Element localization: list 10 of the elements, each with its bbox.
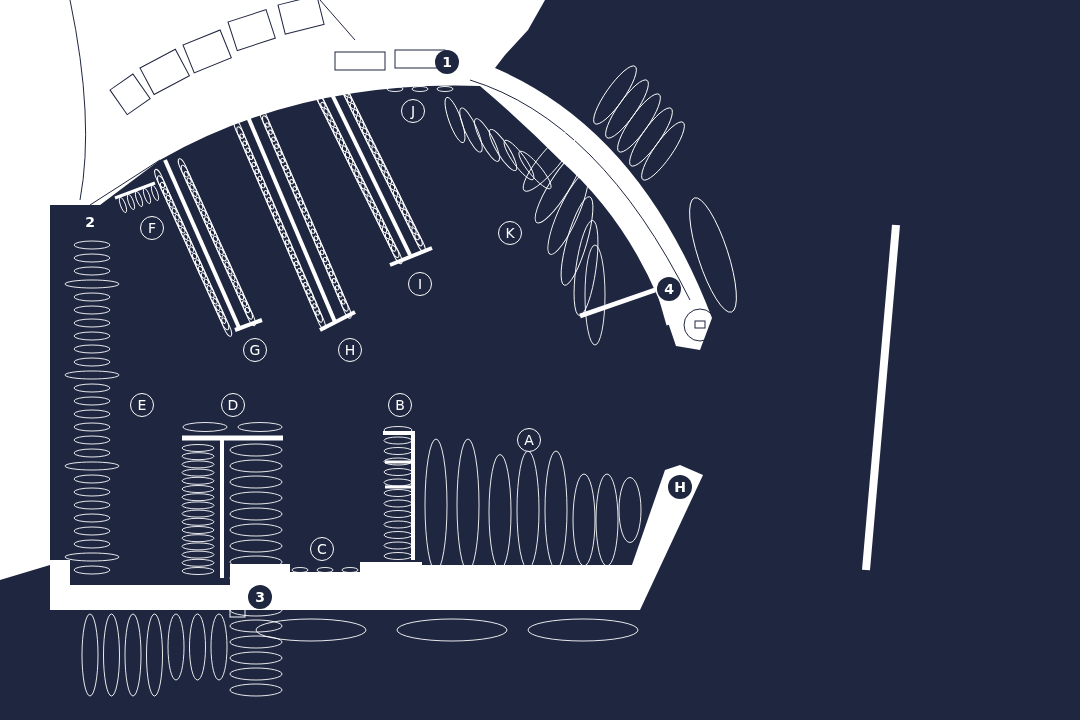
berth-marker: F xyxy=(140,216,164,240)
berth-marker: B xyxy=(388,393,412,417)
berth-marker: K xyxy=(498,221,522,245)
berth-marker: C xyxy=(310,537,334,561)
berth-marker: G xyxy=(243,338,267,362)
berth-marker: J xyxy=(401,99,425,123)
berth-marker: A xyxy=(517,428,541,452)
berth-marker: D xyxy=(221,393,245,417)
berth-marker: H xyxy=(338,338,362,362)
berth-marker: I xyxy=(408,272,432,296)
